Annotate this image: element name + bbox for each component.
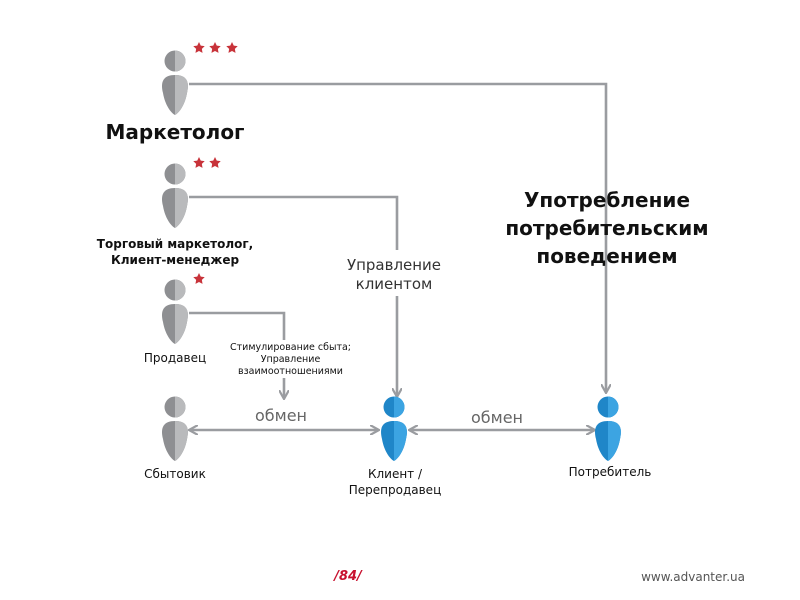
trade-marketer-person-icon xyxy=(162,163,188,228)
star-icon xyxy=(193,273,205,284)
exchange-right-label: обмен xyxy=(470,408,524,427)
trade-marketer-label: Торговый маркетолог, Клиент-менеджер xyxy=(96,237,254,267)
exchange-left-label: обмен xyxy=(254,406,308,425)
star-icon xyxy=(193,157,205,168)
page-number: /84/ xyxy=(334,569,362,584)
consumer-label: Потребитель xyxy=(568,465,652,479)
promotion-flow-label: Стимулирование сбыта; Управление взаимоо… xyxy=(229,342,352,377)
star-icon xyxy=(209,42,221,53)
connectors xyxy=(189,82,606,430)
seller-rating-stars xyxy=(193,273,205,284)
client-person-icon xyxy=(381,396,407,461)
consumer-person-icon xyxy=(595,396,621,461)
star-icon xyxy=(193,42,205,53)
star-icon xyxy=(209,157,221,168)
distributor-label: Сбытовик xyxy=(144,467,206,481)
trade-marketer-rating-stars xyxy=(193,157,221,168)
marketer-label: Маркетолог xyxy=(105,120,245,144)
distributor-person-icon xyxy=(162,396,188,461)
seller-person-icon xyxy=(162,279,188,344)
star-icon xyxy=(226,42,238,53)
trade-marketer-to-client-line xyxy=(189,195,399,250)
consumer-behavior-flow-label: Употребление потребительским поведением xyxy=(505,188,709,268)
marketer-person-icon xyxy=(162,50,188,115)
seller-to-promotion-line xyxy=(189,311,286,340)
client-label: Клиент /Перепродавец xyxy=(348,467,442,497)
client-management-flow-label: Управление клиентом xyxy=(346,256,442,293)
marketer-to-consumer-line xyxy=(189,82,606,392)
seller-label: Продавец xyxy=(143,351,207,365)
marketer-rating-stars xyxy=(193,42,238,53)
site-url: www.advanter.ua xyxy=(641,570,745,584)
